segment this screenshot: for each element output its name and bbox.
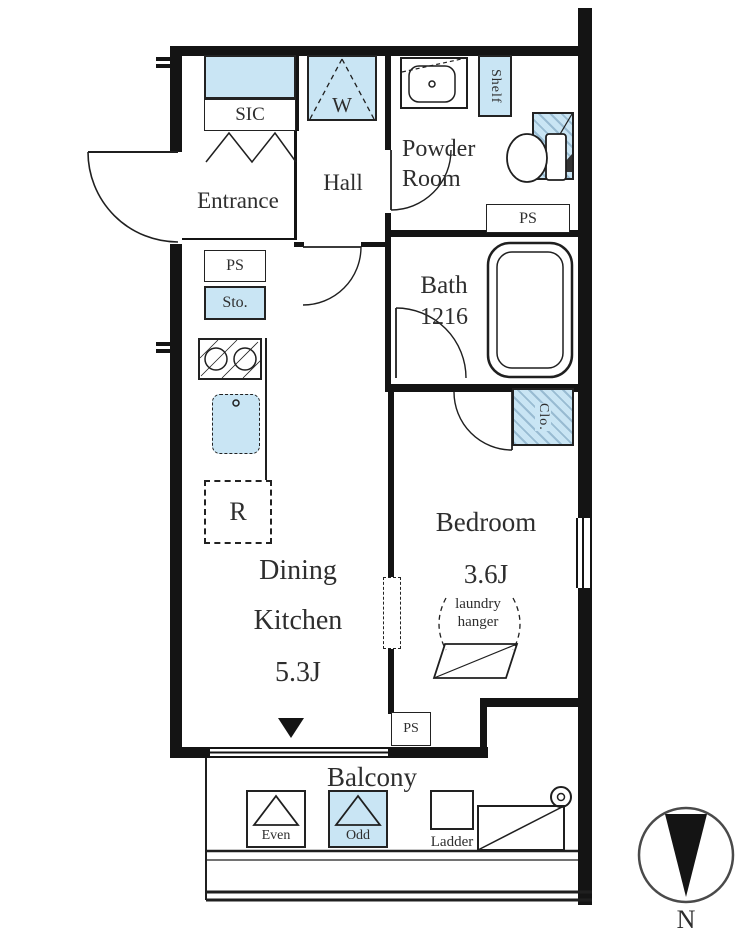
room-label-bath-size: 1216 (420, 304, 468, 330)
shelf: Shelf (478, 55, 512, 117)
w-closet-label: W (332, 93, 352, 117)
ladder-label: Ladder (430, 834, 474, 850)
bedroom-window (576, 518, 592, 588)
room-label-kitchen: Kitchen (253, 605, 343, 636)
laundry-hanger-label-2: hanger (457, 614, 499, 630)
sic-label: SIC (235, 104, 265, 125)
shelf-label: Shelf (488, 68, 503, 104)
stove (198, 338, 262, 380)
hall-dk-door (302, 246, 362, 306)
ps-bedroom-label: PS (403, 721, 419, 736)
odd-label: Odd (345, 828, 371, 843)
wall-hall-powder-upper (385, 46, 391, 150)
fridge-label: R (229, 497, 247, 526)
room-label-powder-2: Room (402, 166, 461, 192)
wall-bath-bedroom (385, 384, 592, 392)
room-label-balcony: Balcony (327, 762, 417, 792)
compass (637, 806, 735, 904)
fridge-space: R (204, 480, 272, 544)
sic-label-box: SIC (204, 99, 296, 131)
wall-dk-stub-left (294, 242, 304, 247)
wall-bedroom-bottom-return (480, 698, 487, 747)
wall-tick-2 (156, 64, 170, 68)
hatch-odd: Odd (328, 790, 388, 848)
ps-duct-bedroom: PS (391, 712, 431, 746)
wall-left-lower (170, 244, 182, 758)
wall-left-upper (170, 46, 182, 152)
wall-bottom-left (182, 747, 210, 758)
dk-balcony-window (210, 747, 388, 758)
sic-closet (204, 55, 296, 99)
wall-right (578, 8, 592, 905)
sliding-door-pocket (383, 577, 401, 649)
ladder-box (430, 790, 474, 830)
bathtub (486, 241, 574, 379)
sto-label: Sto. (222, 294, 248, 311)
north-arrow-icon (665, 814, 707, 897)
laundry-hanger-unit (432, 643, 519, 679)
wall-bottom-mid (388, 747, 488, 758)
room-label-dining: Dining (259, 555, 337, 586)
wall-tick-4 (156, 349, 170, 353)
odd-triangle-icon (334, 794, 382, 826)
washbasin (400, 57, 468, 109)
compass-north-label: N (676, 905, 696, 934)
even-triangle-icon (252, 794, 300, 826)
balcony-access-marker (278, 718, 304, 738)
clo-door (453, 391, 513, 451)
wall-dk-bedroom-lower (388, 648, 394, 714)
wall-bedroom-bottom (480, 698, 592, 707)
room-label-bedroom-size: 3.6J (463, 559, 509, 589)
wall-dk-stub-right (361, 242, 391, 247)
w-closet: W (307, 55, 377, 121)
room-label-bedroom: Bedroom (435, 507, 537, 537)
even-label: Even (261, 828, 291, 843)
room-label-bath: Bath (420, 272, 468, 299)
wall-dk-bedroom-upper (388, 392, 394, 578)
wall-sic-w-divider (294, 46, 299, 131)
laundry-hanger-label-1: laundry (455, 596, 501, 612)
room-label-hall: Hall (323, 170, 363, 195)
ps-entrance-label: PS (226, 257, 244, 274)
entrance-door (87, 151, 179, 243)
ps-powder-label: PS (519, 209, 537, 227)
sic-folding-door (205, 131, 297, 164)
ps-duct-powder: PS (486, 204, 570, 233)
wall-entrance-hall (294, 131, 297, 240)
compass-circle (637, 806, 735, 904)
room-label-powder-1: Powder (402, 136, 476, 162)
wall-hall-powder-lower (385, 213, 391, 388)
room-label-dk-size: 5.3J (275, 657, 321, 688)
kitchen-sink (212, 394, 260, 454)
entrance-step-line (182, 238, 294, 240)
hatch-even: Even (246, 790, 306, 848)
wall-powder-bath (388, 230, 592, 237)
storage-sto: Sto. (204, 286, 266, 320)
clo-closet: Clo. (512, 388, 574, 446)
clo-label: Clo. (535, 403, 551, 431)
room-label-entrance: Entrance (197, 188, 279, 213)
wall-tick-3 (156, 342, 170, 346)
toilet-backpanel (532, 112, 574, 180)
wall-tick-1 (156, 57, 170, 61)
ps-duct-entrance: PS (204, 250, 266, 282)
